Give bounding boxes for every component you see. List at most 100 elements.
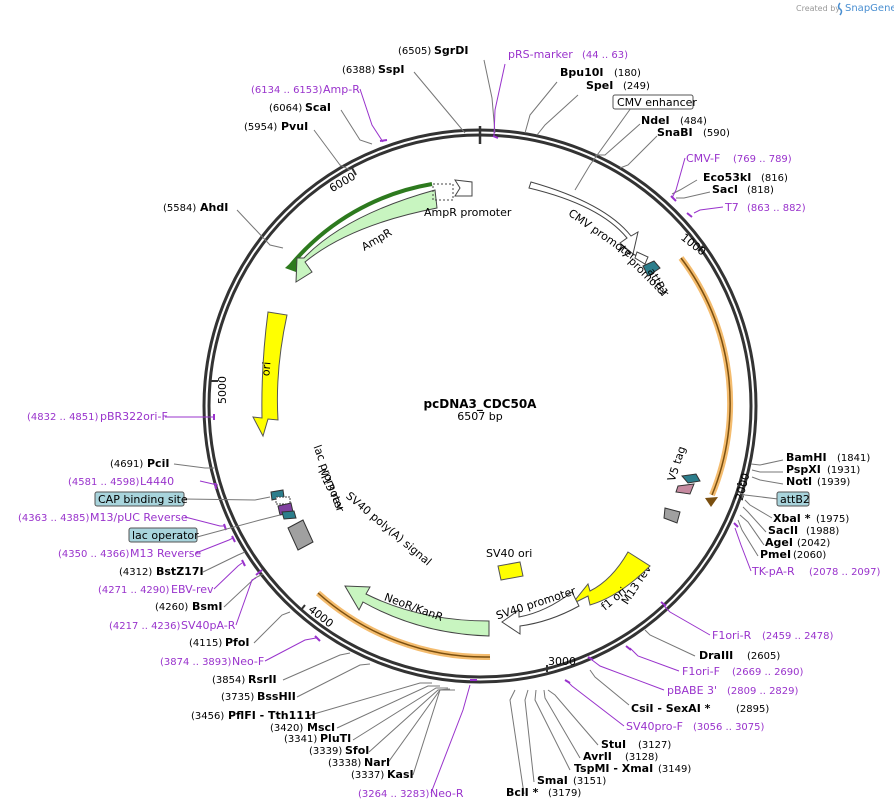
enzyme-ahdi: (5584)AhdI bbox=[163, 201, 228, 214]
label-sv40-ori: SV40 ori bbox=[486, 547, 532, 560]
svg-text:(2078 .. 2097): (2078 .. 2097) bbox=[809, 567, 881, 578]
svg-text:3000: 3000 bbox=[548, 655, 576, 668]
label-ampr-promoter: AmpR promoter bbox=[424, 206, 512, 219]
svg-text:(5584): (5584) bbox=[163, 203, 196, 214]
svg-text:BamHI: BamHI bbox=[786, 451, 827, 464]
svg-text:AvrII: AvrII bbox=[583, 750, 612, 763]
svg-text:(4691): (4691) bbox=[110, 459, 143, 470]
svg-text:(3056 .. 3075): (3056 .. 3075) bbox=[693, 722, 765, 733]
svg-text:Neo-R: Neo-R bbox=[430, 787, 464, 800]
svg-text:(180): (180) bbox=[614, 68, 641, 79]
svg-text:lac operator: lac operator bbox=[132, 529, 199, 542]
svg-text:(1988): (1988) bbox=[806, 526, 839, 537]
feature-sv40-polya bbox=[287, 519, 314, 551]
svg-text:SspI: SspI bbox=[378, 63, 404, 76]
cmv-enhancer-leader bbox=[574, 107, 632, 191]
svg-text:(3149): (3149) bbox=[658, 764, 691, 775]
svg-text:(3264 .. 3283): (3264 .. 3283) bbox=[358, 789, 430, 800]
enzyme-avrii: AvrII(3128) bbox=[583, 750, 658, 763]
insert-arc-cdc50a bbox=[678, 256, 734, 497]
plasmid-length: 6507 bp bbox=[457, 410, 502, 423]
svg-text:SnaBI: SnaBI bbox=[657, 126, 693, 139]
primer-neo-r: (3264 .. 3283)Neo-R bbox=[358, 787, 464, 800]
svg-text:(2060): (2060) bbox=[793, 550, 826, 561]
feature-lac-promoter-box bbox=[275, 496, 291, 505]
svg-text:SV40pro-F: SV40pro-F bbox=[626, 720, 683, 733]
enzyme-pluti: (3341)PluTI bbox=[284, 732, 351, 745]
svg-text:(4363 .. 4385): (4363 .. 4385) bbox=[18, 513, 90, 524]
svg-text:5000: 5000 bbox=[216, 376, 229, 404]
enzyme-sgrdi: (6505)SgrDI bbox=[398, 44, 468, 57]
enzyme-eco53ki: Eco53kI(816) bbox=[703, 171, 788, 184]
label-ampr: AmpR bbox=[359, 226, 394, 254]
svg-text:PciI: PciI bbox=[147, 457, 169, 470]
svg-text:(2605): (2605) bbox=[747, 651, 780, 662]
svg-text:(3339): (3339) bbox=[309, 746, 342, 757]
svg-text:(6134 .. 6153): (6134 .. 6153) bbox=[251, 85, 323, 96]
svg-text:(1841): (1841) bbox=[837, 453, 870, 464]
svg-text:(3854): (3854) bbox=[212, 675, 245, 686]
svg-text:pBR322ori-F: pBR322ori-F bbox=[100, 410, 168, 423]
svg-text:(6505): (6505) bbox=[398, 46, 431, 57]
feature-attb2-marker bbox=[681, 473, 701, 484]
feature-ori bbox=[252, 311, 288, 438]
enzyme-draiii: DraIII(2605) bbox=[699, 649, 780, 662]
svg-text:(3338): (3338) bbox=[328, 758, 361, 769]
svg-text:KasI: KasI bbox=[387, 768, 414, 781]
svg-text:SpeI: SpeI bbox=[586, 79, 613, 92]
svg-text:PvuI: PvuI bbox=[281, 120, 308, 133]
svg-text:Neo-F: Neo-F bbox=[232, 655, 264, 668]
svg-text:M13/pUC Reverse: M13/pUC Reverse bbox=[90, 511, 188, 524]
svg-text:(3179): (3179) bbox=[548, 788, 581, 799]
svg-text:(6064): (6064) bbox=[269, 103, 302, 114]
enzyme-noti: NotI(1939) bbox=[786, 475, 850, 488]
svg-text:EBV-rev: EBV-rev bbox=[171, 583, 214, 596]
svg-text:PspXI: PspXI bbox=[786, 463, 821, 476]
feature-t7-promoter bbox=[634, 251, 649, 265]
feature-lac-operator-marker bbox=[281, 510, 297, 520]
enzyme-ndei: NdeI(484) bbox=[641, 114, 707, 127]
enzyme-bstz17i: (4312)BstZ17I bbox=[119, 565, 204, 578]
box-attb2: attB2 bbox=[776, 491, 810, 507]
svg-text:XbaI *: XbaI * bbox=[773, 512, 811, 525]
primer-t7: T7(863 .. 882) bbox=[724, 201, 806, 214]
svg-text:Bpu10I: Bpu10I bbox=[560, 66, 604, 79]
svg-text:(590): (590) bbox=[703, 128, 730, 139]
svg-text:pRS-marker: pRS-marker bbox=[508, 48, 573, 61]
enzyme-sfoi: (3339)SfoI bbox=[309, 744, 369, 757]
svg-text:(2459 .. 2478): (2459 .. 2478) bbox=[762, 631, 834, 642]
primer-neo-f: (3874 .. 3893)Neo-F bbox=[160, 655, 264, 668]
enzyme-bsmi: (4260)BsmI bbox=[155, 600, 223, 613]
svg-text:BclI *: BclI * bbox=[506, 786, 539, 799]
snapgene-logo-icon bbox=[837, 2, 843, 16]
box-cap-binding-site: CAP binding site bbox=[94, 491, 188, 507]
svg-text:(3341): (3341) bbox=[284, 734, 317, 745]
svg-text:BssHII: BssHII bbox=[257, 690, 296, 703]
plasmid-name: pcDNA3_CDC50A bbox=[424, 397, 538, 412]
feature-neor-kanr bbox=[344, 585, 490, 637]
svg-text:(3337): (3337) bbox=[351, 770, 384, 781]
enzyme-pfoi: (4115)PfoI bbox=[189, 636, 250, 649]
tick-3000: 3000 bbox=[546, 655, 576, 672]
ampr-outline-arc bbox=[289, 182, 433, 267]
enzyme-bsshii: (3735)BssHII bbox=[221, 690, 296, 703]
enzyme-pspxi: PspXI(1931) bbox=[786, 463, 860, 476]
svg-text:SmaI: SmaI bbox=[537, 774, 568, 787]
lac-operator-leader bbox=[196, 514, 281, 538]
svg-text:F1ori-F: F1ori-F bbox=[682, 665, 720, 678]
svg-text:(484): (484) bbox=[680, 116, 707, 127]
svg-text:CAP binding site: CAP binding site bbox=[98, 493, 188, 506]
enzyme-pmei: PmeI(2060) bbox=[760, 548, 826, 561]
svg-text:L4440: L4440 bbox=[140, 475, 174, 488]
svg-text:(3456): (3456) bbox=[191, 711, 224, 722]
svg-text:CMV enhancer: CMV enhancer bbox=[617, 96, 697, 109]
svg-text:(4350 .. 4366): (4350 .. 4366) bbox=[58, 549, 130, 560]
enzyme-msci: (3420)MscI bbox=[270, 721, 335, 734]
enzyme-agei: AgeI(2042) bbox=[765, 536, 830, 549]
svg-text:(816): (816) bbox=[761, 173, 788, 184]
enzyme-saci: SacI(818) bbox=[712, 183, 774, 196]
enzyme-stui: StuI(3127) bbox=[601, 738, 671, 751]
ampr-dashed-box bbox=[432, 183, 454, 201]
enzyme-bamhi: BamHI (1841) bbox=[786, 451, 870, 464]
